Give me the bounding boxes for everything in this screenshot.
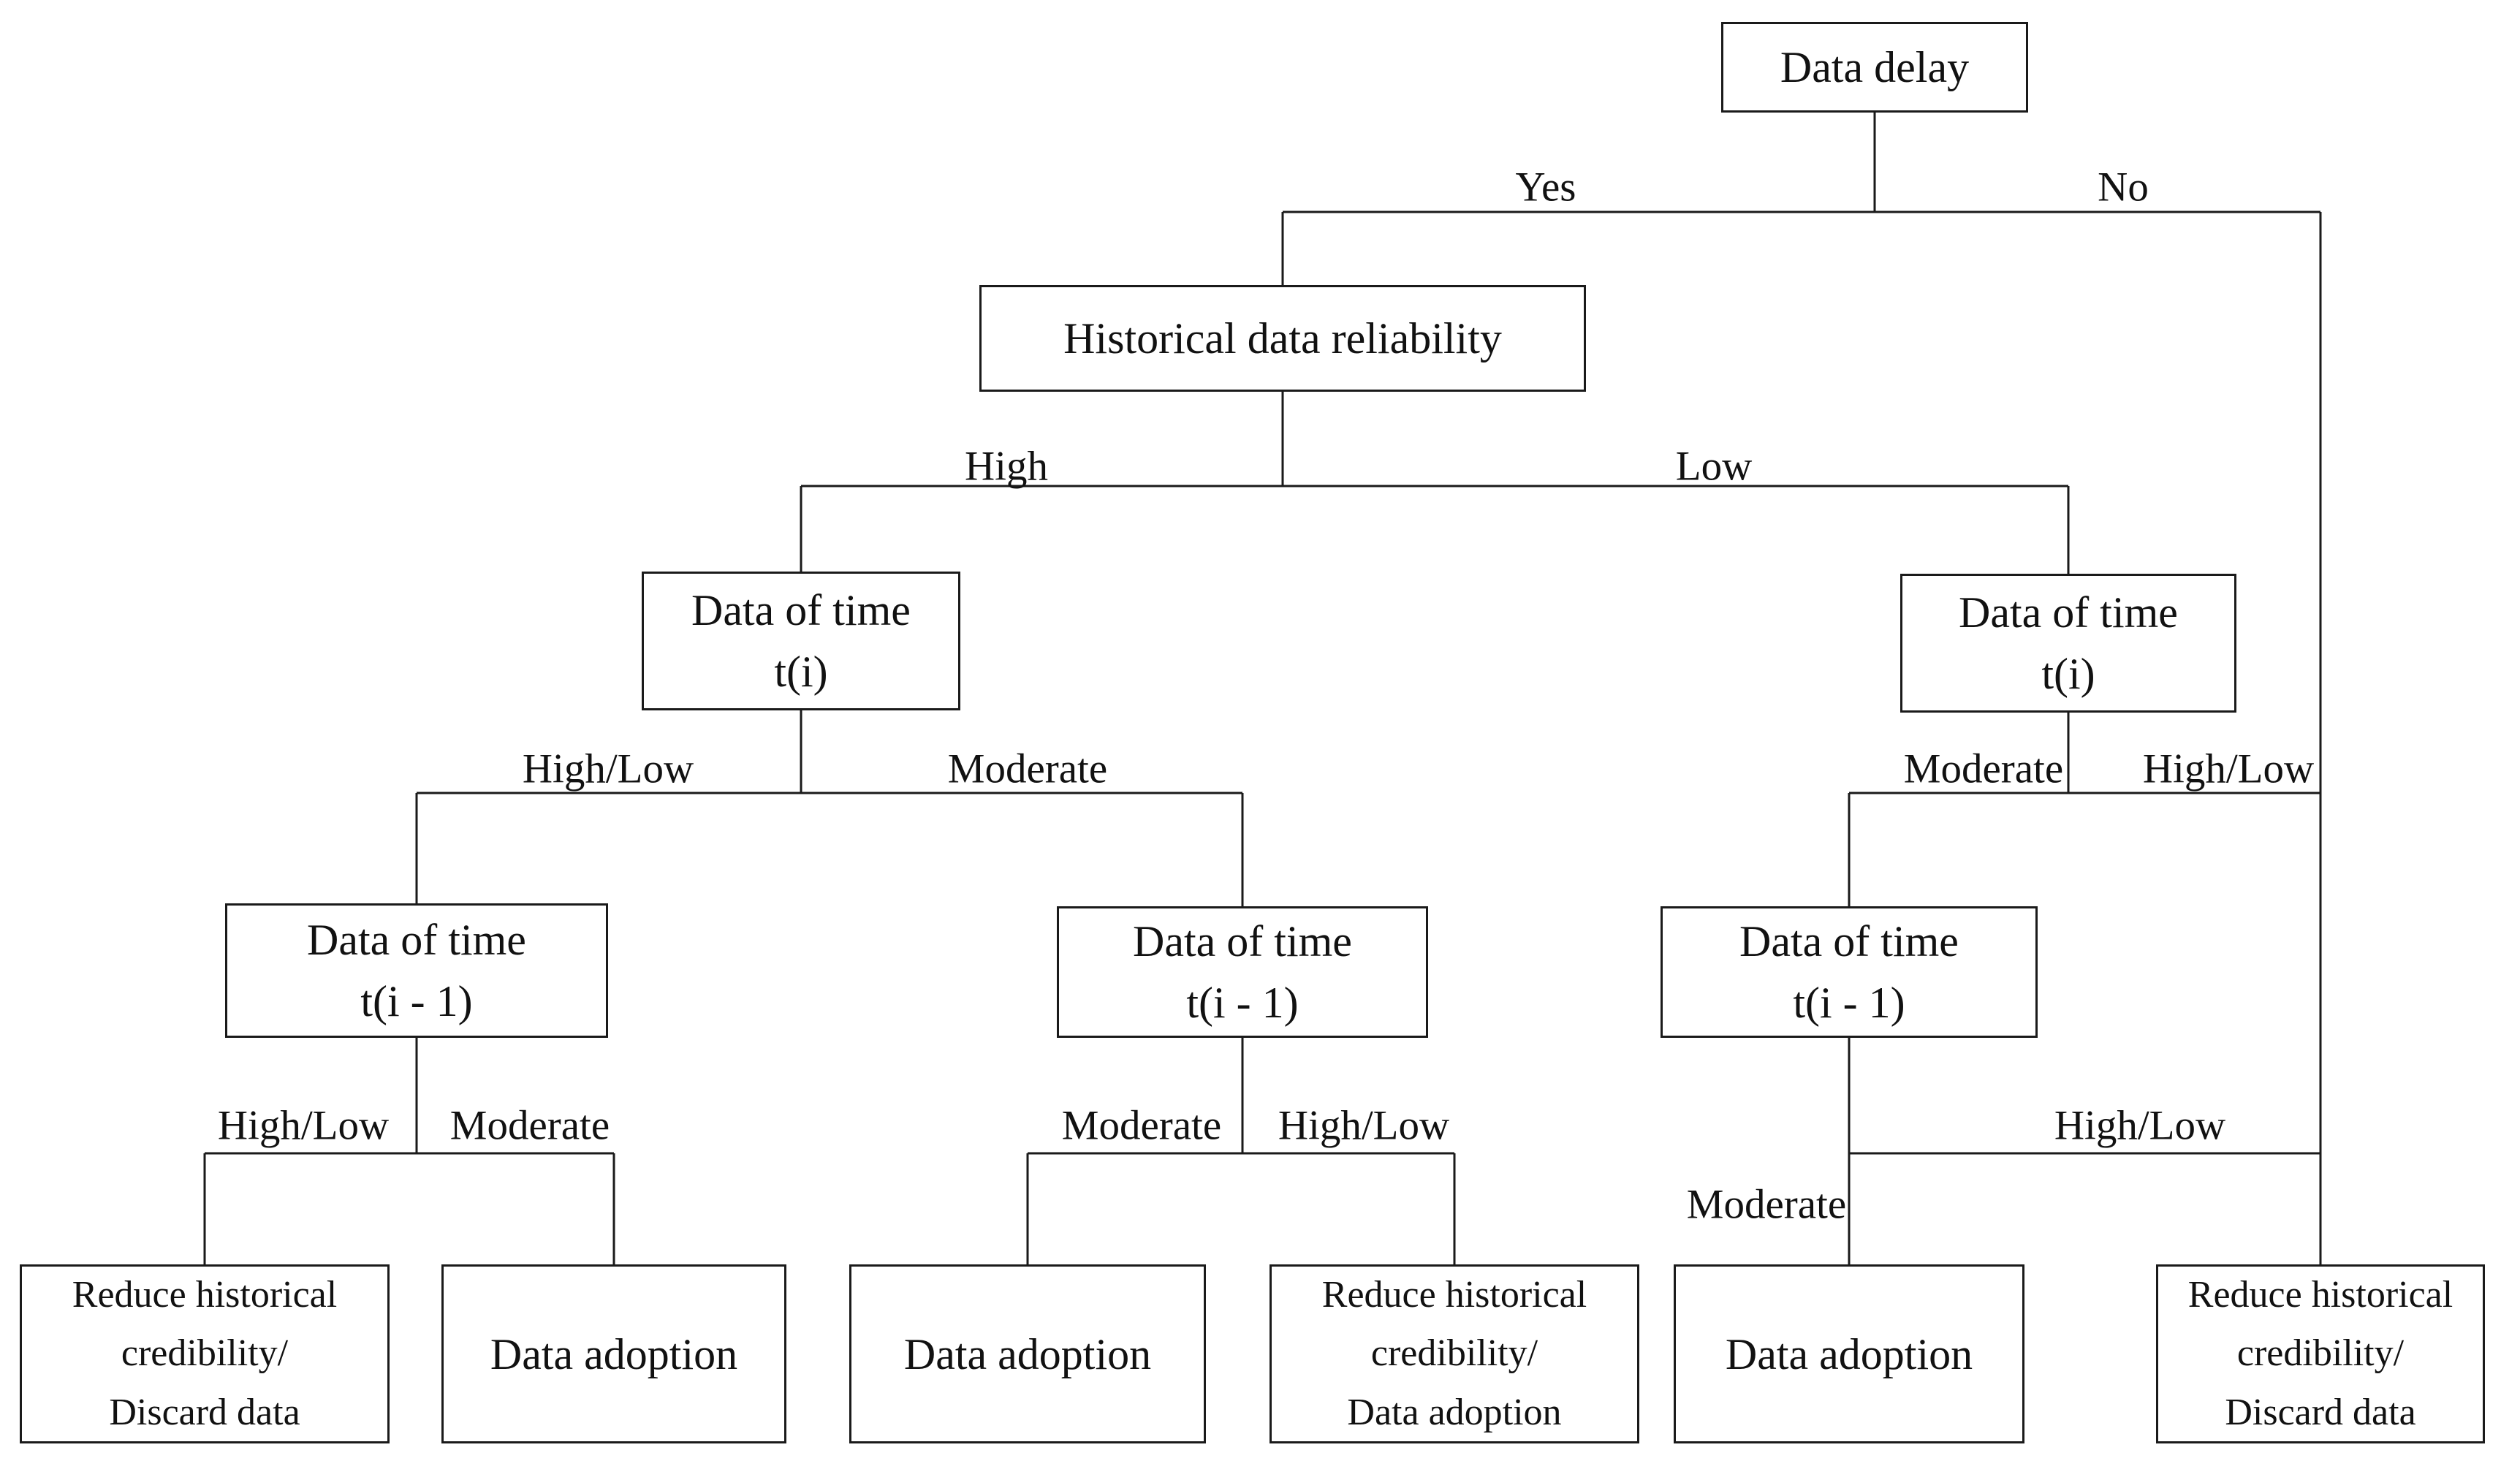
edge-label-highlow-ti1-right: High/Low — [2054, 1102, 2226, 1149]
leaf-reduce-credibility-data-adoption: Reduce historical credibility/ Data adop… — [1270, 1264, 1639, 1443]
node-data-of-time-ti-high: Data of time t(i) — [642, 572, 960, 710]
edge-label-highlow-ti1-left: High/Low — [217, 1102, 390, 1149]
edge-label-moderate-ti-high: Moderate — [947, 745, 1108, 792]
edge-label-low: Low — [1675, 443, 1753, 490]
tree-edges-path — [203, 113, 2322, 1264]
node-data-of-time-ti1-right: Data of time t(i - 1) — [1661, 906, 2038, 1038]
node-data-delay: Data delay — [1721, 22, 2028, 113]
edge-label-moderate-ti-low: Moderate — [1903, 745, 2064, 792]
edge-label-moderate-ti1-mid: Moderate — [1061, 1102, 1222, 1149]
edge-label-yes: Yes — [1515, 164, 1576, 210]
leaf-reduce-credibility-discard-left: Reduce historical credibility/ Discard d… — [20, 1264, 390, 1443]
edge-label-no: No — [2098, 164, 2149, 210]
edge-label-highlow-ti-high: High/Low — [522, 745, 694, 792]
leaf-data-adoption-left: Data adoption — [441, 1264, 786, 1443]
node-data-of-time-ti1-left: Data of time t(i - 1) — [225, 903, 608, 1038]
leaf-reduce-credibility-discard-right: Reduce historical credibility/ Discard d… — [2156, 1264, 2485, 1443]
edge-label-moderate-ti1-left: Moderate — [449, 1102, 610, 1149]
edge-label-highlow-ti1-mid: High/Low — [1278, 1102, 1450, 1149]
node-data-of-time-ti-low: Data of time t(i) — [1900, 574, 2236, 713]
node-historical-reliability: Historical data reliability — [979, 285, 1586, 392]
leaf-data-adoption-mid: Data adoption — [849, 1264, 1206, 1443]
edge-label-highlow-ti-low: High/Low — [2142, 745, 2315, 792]
leaf-data-adoption-right: Data adoption — [1674, 1264, 2024, 1443]
edge-label-moderate-ti1-right: Moderate — [1686, 1181, 1847, 1228]
node-data-of-time-ti1-mid: Data of time t(i - 1) — [1057, 906, 1428, 1038]
edge-label-high: High — [965, 443, 1048, 490]
